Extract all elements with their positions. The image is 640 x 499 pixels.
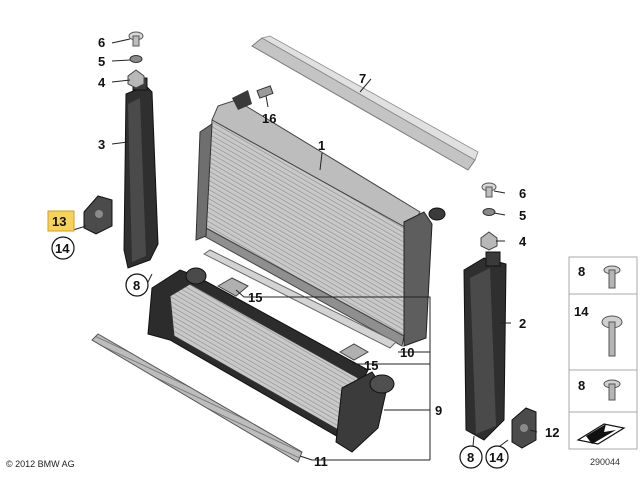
bolt-icon bbox=[601, 315, 623, 357]
callout-15-upper: 15 bbox=[248, 290, 262, 305]
callout-11: 11 bbox=[314, 454, 328, 469]
callout-12: 12 bbox=[545, 425, 559, 440]
callout-3: 3 bbox=[98, 137, 105, 152]
callout-4-left: 4 bbox=[98, 75, 106, 90]
screw-icon bbox=[603, 265, 621, 289]
part-16-sensor bbox=[256, 85, 274, 99]
copyright-notice: © 2012 BMW AG bbox=[6, 459, 75, 469]
callout-14-right: 14 bbox=[489, 450, 504, 465]
legend-label-8-bottom: 8 bbox=[578, 378, 585, 393]
part-1-radiator bbox=[195, 90, 446, 347]
callout-13: 13 bbox=[52, 214, 66, 229]
callout-1: 1 bbox=[318, 138, 325, 153]
legend-label-8-top: 8 bbox=[578, 264, 585, 279]
callout-6-left: 6 bbox=[98, 35, 105, 50]
part-11-lower-air-duct bbox=[91, 333, 303, 463]
diagram-number: 290044 bbox=[590, 457, 620, 467]
callout-14-left: 14 bbox=[55, 241, 70, 256]
part-10-seal-strip bbox=[203, 249, 397, 349]
part-7-upper-cover bbox=[251, 35, 479, 171]
callout-6-right: 6 bbox=[519, 186, 526, 201]
callout-5-right: 5 bbox=[519, 208, 526, 223]
callout-16: 16 bbox=[262, 111, 276, 126]
callout-2: 2 bbox=[519, 316, 526, 331]
circled-callouts: 14 8 8 14 bbox=[51, 236, 509, 469]
part-9-intercooler bbox=[147, 267, 395, 453]
callout-4-right: 4 bbox=[519, 234, 527, 249]
left-fastener-stack bbox=[127, 31, 145, 89]
part-2-right-bracket bbox=[463, 251, 507, 441]
fastener-legend: 8 14 8 bbox=[568, 256, 638, 450]
clip-icon bbox=[603, 379, 621, 401]
callout-9: 9 bbox=[435, 403, 442, 418]
part-3-left-bracket bbox=[123, 77, 159, 269]
right-fastener-stack bbox=[480, 182, 498, 251]
callout-13-highlighted: 13 bbox=[47, 210, 75, 232]
legend-label-14: 14 bbox=[574, 304, 589, 319]
callout-8-right: 8 bbox=[467, 450, 474, 465]
part-13-bracket bbox=[83, 195, 113, 235]
callout-15-lower: 15 bbox=[364, 358, 378, 373]
arrow-symbol-icon bbox=[576, 423, 626, 445]
part-12-bracket bbox=[511, 407, 537, 449]
leader-lines bbox=[72, 38, 538, 461]
callout-5-left: 5 bbox=[98, 54, 105, 69]
callout-7: 7 bbox=[359, 71, 366, 86]
callout-8-left: 8 bbox=[133, 278, 140, 293]
callout-10: 10 bbox=[400, 345, 414, 360]
callout-labels: 6 5 4 3 7 16 1 6 5 4 2 12 15 15 10 9 11 bbox=[98, 35, 559, 469]
